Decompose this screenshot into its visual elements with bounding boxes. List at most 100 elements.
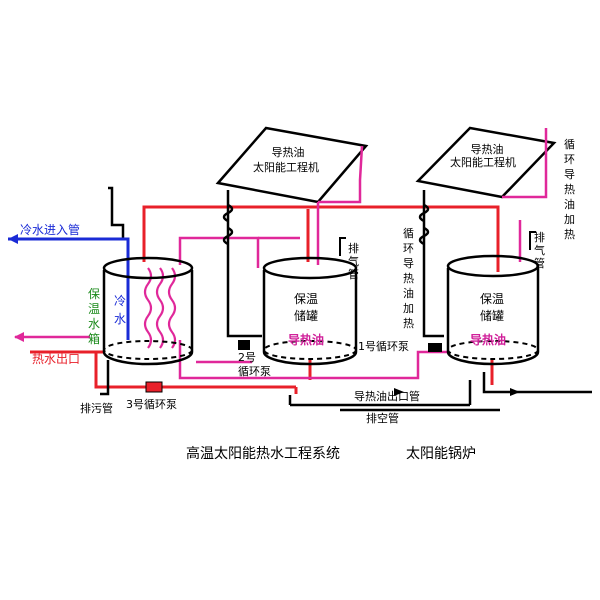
drain-empty-pipe-label: 排空管: [366, 411, 399, 425]
tank-coils: [143, 267, 177, 349]
circ-right-char-1: 循: [564, 138, 575, 151]
circ-mid-char-3: 导: [403, 257, 414, 270]
cold-label: 冷 水: [114, 294, 126, 326]
insulated-tank-level: [103, 340, 193, 360]
black-pipe-left-collector: [226, 190, 262, 338]
black-pipes: [100, 186, 592, 412]
drain-empty-line-right: [482, 372, 592, 394]
circ-right-char-7: 热: [564, 228, 575, 241]
collector-left-panel: [215, 126, 369, 204]
storage-left-label-2: 储罐: [294, 308, 318, 323]
cold-water-inlet-pipe: [8, 237, 130, 340]
hot-water-outlet-label: 热水出口: [32, 352, 80, 366]
hot-pipe-bottom-left: [94, 352, 146, 389]
storage-right-level: [447, 340, 539, 360]
circ-mid-char-2: 环: [403, 242, 414, 255]
oil-left-label: 导热油: [288, 332, 324, 347]
cold-water-inlet-label: 冷水进入管: [20, 222, 80, 237]
coil-3: [167, 267, 177, 349]
vent-pipe-right: [529, 231, 536, 250]
coil-2: [155, 267, 165, 349]
cold-water-pipes: [8, 237, 130, 340]
vent-left-char-3: 管: [348, 267, 359, 281]
circ-right-char-2: 环: [564, 153, 575, 166]
oil-outlet-pipe-label: 导热油出口管: [354, 389, 420, 403]
collector-right: 导热油 太阳能工程机: [415, 126, 557, 199]
oil-right-label: 导热油: [470, 332, 506, 347]
storage-left-body: [262, 270, 358, 366]
circ-right-char-4: 热: [564, 183, 575, 196]
circ-mid-char-5: 油: [403, 286, 414, 300]
insulated-water-tank: [102, 256, 194, 366]
circ-right-char-5: 油: [564, 197, 575, 211]
hot-pipes: [30, 205, 500, 394]
collector-left-label-2: 太阳能工程机: [253, 160, 319, 174]
cold-char-2: 水: [114, 312, 126, 326]
vent-pipe-left: [339, 237, 346, 256]
collector-left: 导热油 太阳能工程机: [215, 126, 369, 204]
vent-left-char-2: 气: [348, 254, 359, 268]
circulate-oil-heat-right-label: 循 环 导 热 油 加 热: [564, 138, 575, 241]
pump3-label: 3号循环泵: [126, 398, 177, 411]
vent-right-char-1: 排: [534, 230, 545, 244]
hot-pipe-top: [142, 205, 500, 272]
black-pipe-right-collector: [422, 190, 444, 338]
drain-pipe-label: 排污管: [80, 401, 113, 415]
pump2-label-1: 2号: [238, 351, 256, 364]
collector-right-label-1: 导热油: [471, 142, 504, 156]
collector-right-label-2: 太阳能工程机: [450, 155, 516, 169]
storage-right-label-2: 储罐: [480, 308, 504, 323]
storage-left-level: [263, 340, 357, 360]
coil-1: [143, 267, 153, 349]
circ-mid-char-4: 热: [403, 272, 414, 285]
storage-left-top: [262, 256, 358, 280]
vent-right-label: 排 气 管: [534, 230, 545, 270]
insulated-tank-char-4: 箱: [88, 331, 100, 346]
insulated-tank-char-1: 保: [88, 287, 100, 301]
black-pipe-right-bend-1: [418, 203, 430, 223]
caption-left: 高温太阳能热水工程系统: [186, 445, 340, 462]
oil-outlet-arrow-icon: [394, 388, 404, 396]
black-pipe-right-bend-2: [418, 226, 430, 246]
circ-right-char-3: 导: [564, 168, 575, 181]
storage-left-label-1: 保温: [294, 292, 318, 306]
storage-right-label-1: 保温: [480, 292, 504, 306]
circ-mid-char-7: 热: [403, 317, 414, 330]
storage-tank-right: [446, 254, 540, 366]
storage-right-top: [446, 254, 540, 278]
vent-left-label: 排 气 管: [348, 241, 359, 281]
vent-left-char-1: 排: [348, 241, 359, 255]
insulated-tank-char-3: 水: [88, 317, 100, 331]
insulated-tank-body: [102, 270, 194, 366]
circ-mid-char-1: 循: [403, 227, 414, 240]
black-pipe-left-bend-1: [222, 203, 234, 223]
storage-right-body: [446, 268, 540, 366]
vent-right-char-3: 管: [534, 256, 545, 270]
insulated-tank-char-2: 温: [88, 302, 100, 316]
oil-pipe-collector-right-out: [502, 128, 548, 199]
circ-mid-char-6: 加: [403, 302, 414, 315]
caption-right: 太阳能锅炉: [406, 446, 476, 462]
drain-arrow-icon: [510, 388, 520, 396]
circulate-oil-heat-mid-label: 循 环 导 热 油 加 热: [403, 227, 414, 330]
oil-pipe-collector-left-out: [318, 145, 364, 204]
hot-water-outlet-arrow-icon: [14, 332, 24, 342]
drain-pipe-left: [100, 360, 110, 396]
cold-char-1: 冷: [114, 294, 126, 308]
pump2-icon: [238, 340, 250, 350]
circ-right-char-6: 加: [564, 213, 575, 226]
storage-tank-left: [262, 256, 358, 366]
black-pipe-left-bend-2: [222, 226, 234, 246]
vent-right-char-2: 气: [534, 243, 545, 257]
cold-water-arrow-icon: [8, 234, 18, 244]
pump1-icon: [428, 343, 442, 352]
insulated-tank-label: 保 温 水 箱: [88, 287, 100, 346]
pump3-icon: [145, 381, 163, 393]
pump2-label-2: 循环泵: [238, 365, 271, 378]
pump1-label: 1号循环泵: [358, 340, 409, 353]
cold-inlet-riser: [108, 186, 125, 240]
collector-left-label-1: 导热油: [272, 145, 305, 159]
oil-pipe-tank-top: [178, 236, 260, 268]
